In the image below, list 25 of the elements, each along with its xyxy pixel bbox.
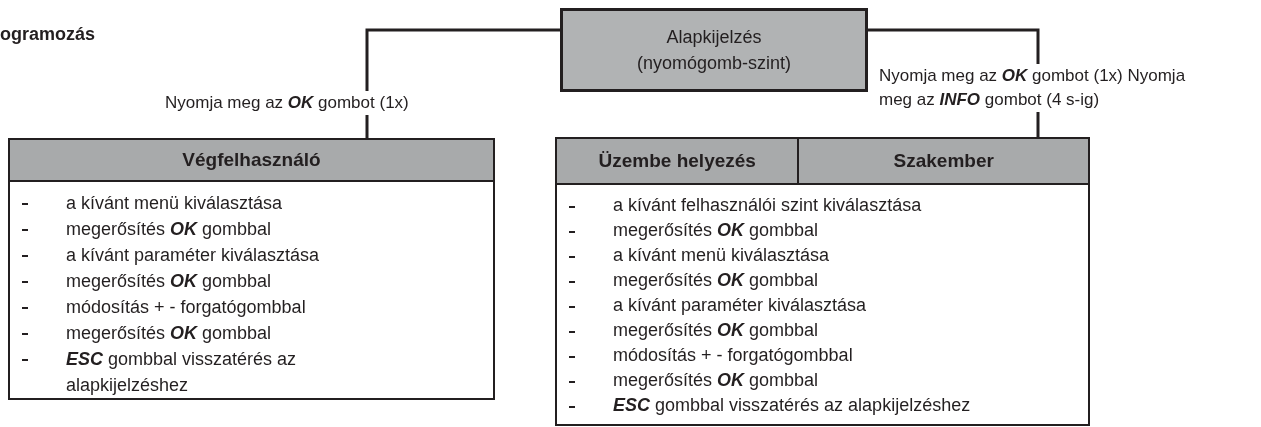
title: ogramozás — [0, 24, 96, 45]
step-text: módosítás + - forgatógombbal — [613, 344, 853, 367]
menu-panel — [8, 138, 495, 400]
display-box — [560, 8, 868, 92]
header-text: Szakember — [893, 150, 994, 172]
step-text: megerősítés OK gombbal — [66, 218, 272, 241]
step-text: a kívánt menü kiválasztása — [613, 244, 830, 267]
step-text: megerősítés OK gombbal — [613, 269, 819, 292]
header-text: Üzembe helyezés — [598, 150, 756, 172]
step-text: megerősítés OK gombbal — [613, 369, 819, 392]
step-text: a kívánt paraméter kiválasztása — [613, 294, 867, 317]
step-text: ESC gombbal visszatérés az alapkijelzéshez — [613, 394, 971, 417]
header-text: Végfelhasználó — [182, 149, 321, 171]
step-text: a kívánt menü kiválasztása — [66, 192, 283, 215]
menu-panel — [555, 137, 1090, 426]
step-text: a kívánt felhasználói szint kiválasztása — [613, 194, 922, 217]
step-text: ESC gombbal visszatérés az alapkijelzéshez — [66, 348, 298, 397]
connector-line — [365, 28, 560, 138]
step-text: megerősítés OK gombbal — [613, 319, 819, 342]
step-text: módosítás + - forgatógombbal — [66, 296, 306, 319]
step-text: megerősítés OK gombbal — [613, 219, 819, 242]
step-text: megerősítés OK gombbal — [66, 270, 272, 293]
box-text: Alapkijelzés (nyomógomb-szint) — [635, 26, 792, 75]
step-text: megerősítés OK gombbal — [66, 322, 272, 345]
step-text: a kívánt paraméter kiválasztása — [66, 244, 320, 267]
